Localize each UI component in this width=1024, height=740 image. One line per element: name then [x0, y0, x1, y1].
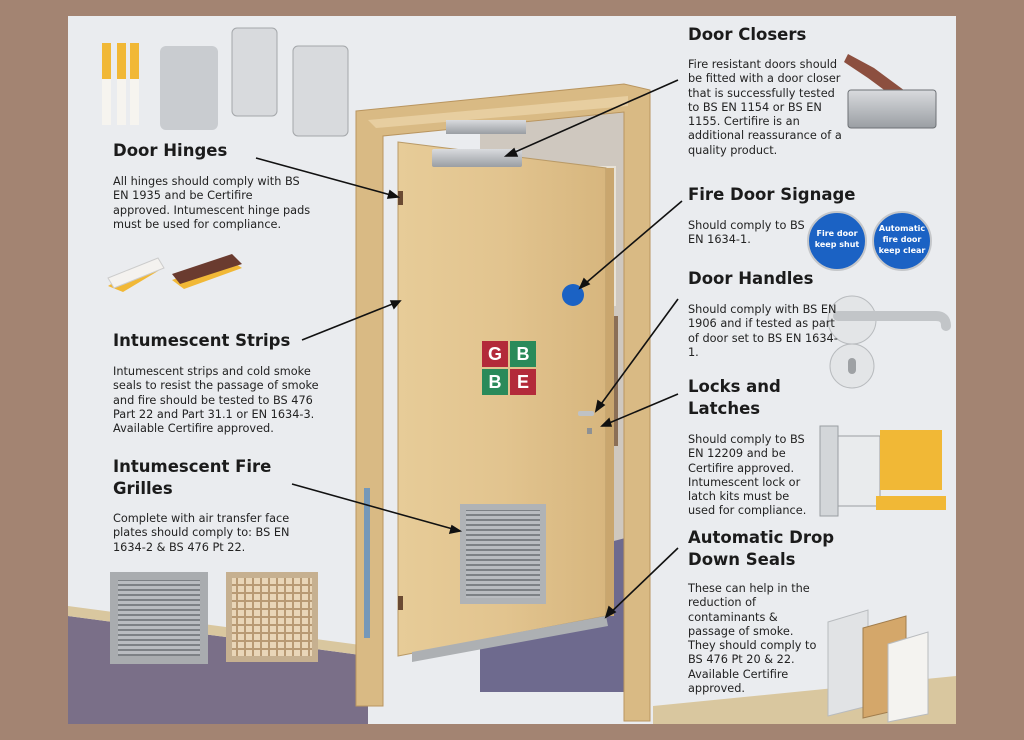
door-handles-heading: Door Handles [688, 269, 814, 288]
logo-tile-g: G [482, 341, 508, 367]
door-hinges-body: All hinges should comply with BS EN 1935… [113, 175, 311, 231]
closer-product [844, 54, 937, 129]
door-hinges-heading: Door Hinges [113, 141, 228, 160]
drop-down-seals-heading: Automatic Drop Down Seals [688, 527, 834, 571]
locks-latches-heading-line2: Latches [688, 399, 761, 418]
door-closers-heading: Door Closers [688, 25, 807, 44]
locks-latches-body: Should comply to BS EN 12209 and be Cert… [688, 433, 807, 518]
drop-down-seals-heading-line2: Down Seals [688, 550, 796, 569]
sign-keep-shut: Fire door keep shut [811, 228, 863, 250]
intumescent-strips-heading: Intumescent Strips [113, 331, 291, 350]
door-handle [578, 411, 594, 416]
signage-products [807, 211, 932, 271]
lock-products [819, 425, 946, 517]
sign-keep-clear: Automatic fire door keep clear [876, 223, 928, 256]
drop-seal-products [827, 609, 929, 723]
logo-tile-e: E [510, 369, 536, 395]
infographic-panel: G B B E Fire door keep shut Automatic fi… [68, 16, 956, 724]
sign2-line2: fire door [882, 235, 922, 244]
fire-grilles-heading-line1: Intumescent Fire [113, 457, 272, 476]
drop-down-seals-heading-line1: Automatic Drop [688, 528, 835, 547]
handle-product [827, 295, 951, 389]
door-closers-body: Fire resistant doors should be fitted wi… [688, 58, 842, 157]
locks-latches-heading: Locks and Latches [688, 376, 781, 420]
logo-tile-b2: B [482, 369, 508, 395]
grille-products [110, 572, 318, 664]
sign1-line1: Fire door [816, 229, 858, 238]
fire-door-signage-heading: Fire Door Signage [688, 185, 856, 204]
intumescent-strips-body: Intumescent strips and cold smoke seals … [113, 365, 319, 436]
logo-tile-b1: B [510, 341, 536, 367]
fire-grilles-heading: Intumescent Fire Grilles [113, 456, 271, 500]
hinge-products [102, 27, 349, 137]
gbbe-logo: G B B E [482, 341, 538, 397]
fire-grilles-body: Complete with air transfer face plates s… [113, 512, 290, 554]
door-seal [412, 616, 608, 662]
closer-arm [446, 120, 526, 134]
fire-grilles-heading-line2: Grilles [113, 479, 173, 498]
strip-products [107, 254, 242, 292]
sign1-line2: keep shut [814, 240, 860, 249]
closer-body [432, 149, 522, 167]
locks-latches-heading-line1: Locks and [688, 377, 781, 396]
fire-door-signage-body: Should comply to BS EN 1634-1. [688, 219, 805, 247]
drop-down-seals-body: These can help in the reduction of conta… [688, 582, 817, 696]
sign2-line1: Automatic [878, 224, 926, 233]
sign2-line3: keep clear [878, 246, 926, 255]
door-illustration [68, 27, 956, 724]
door-handles-body: Should comply with BS EN 1906 and if tes… [688, 303, 838, 359]
